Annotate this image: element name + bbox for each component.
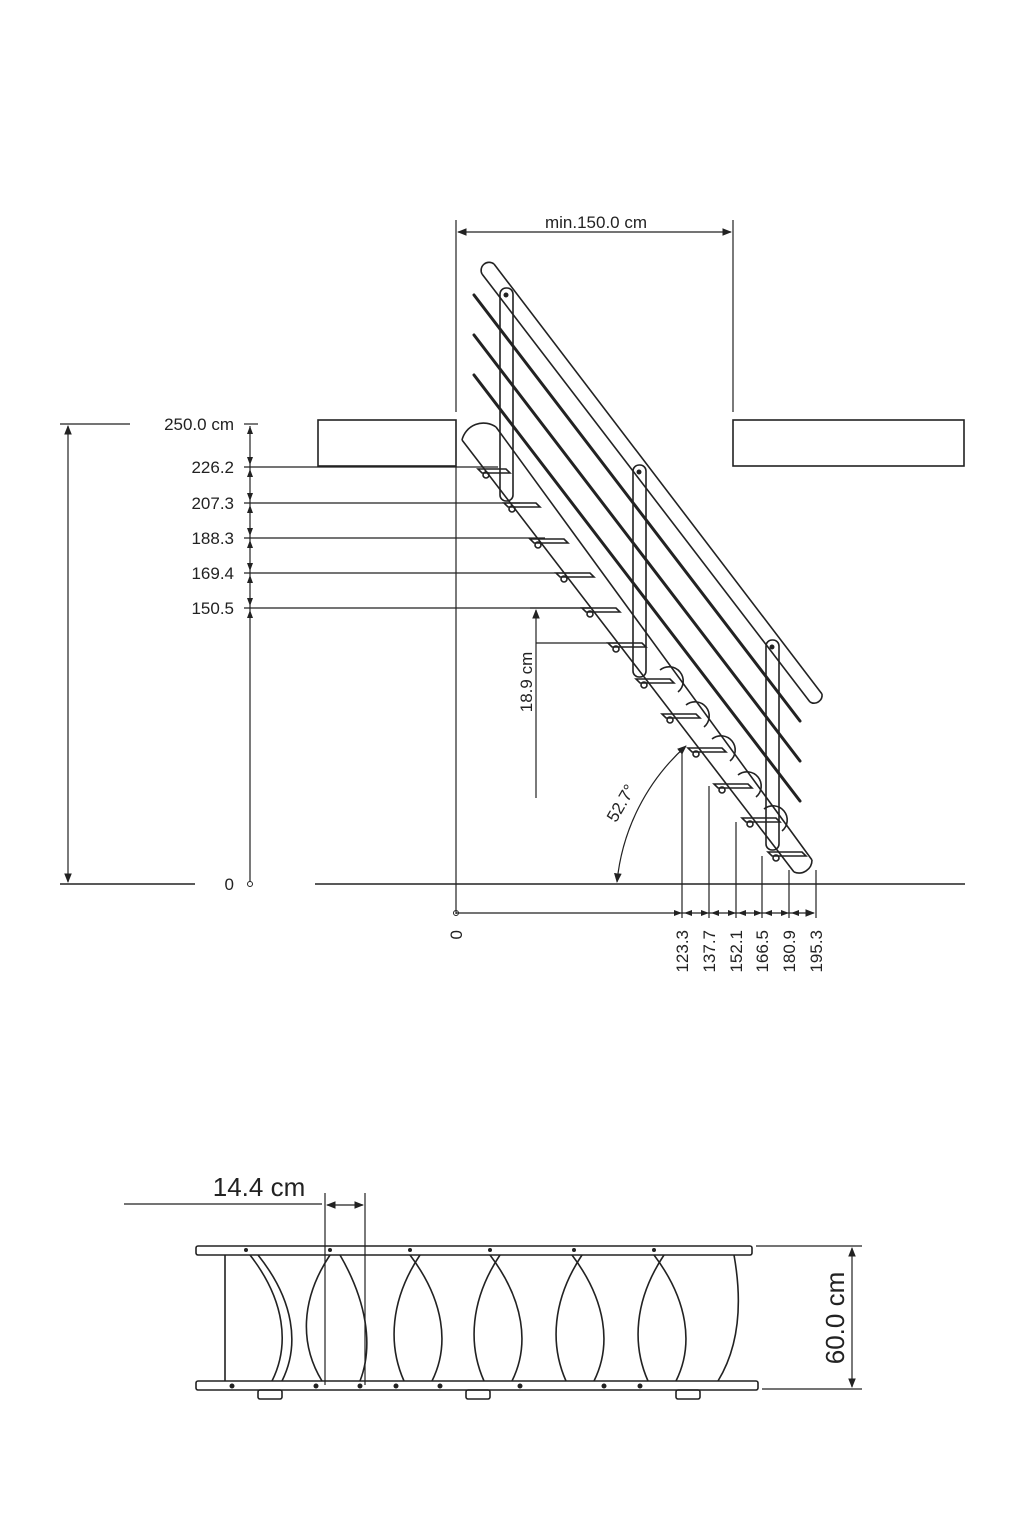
tread bbox=[740, 805, 788, 832]
tread bbox=[580, 607, 622, 618]
stringer-bolts bbox=[229, 1248, 656, 1389]
stair-treads bbox=[476, 468, 808, 862]
top-width-label: min.150.0 cm bbox=[545, 213, 647, 232]
tread bbox=[554, 572, 596, 583]
x-label-origin: 0 bbox=[447, 930, 466, 939]
tread bbox=[660, 701, 710, 728]
tread-offset-label: 14.4 cm bbox=[213, 1172, 306, 1202]
height-label-169: 169.4 bbox=[191, 564, 234, 583]
x-label-195: 195.3 bbox=[807, 930, 826, 973]
height-label-207: 207.3 bbox=[191, 494, 234, 513]
top-view-treads bbox=[249, 1254, 740, 1382]
step-height-ticks bbox=[244, 423, 592, 887]
upper-floor-slab-right bbox=[732, 419, 965, 467]
top-stringer bbox=[195, 1245, 753, 1256]
balustrade-rails bbox=[472, 293, 802, 803]
step-height-arrows bbox=[247, 426, 253, 618]
x-label-137: 137.7 bbox=[700, 930, 719, 973]
tread-position-ext-lines bbox=[681, 752, 817, 918]
stringer-feet bbox=[257, 1389, 701, 1400]
handrail bbox=[480, 261, 823, 704]
stair-stringer bbox=[461, 422, 813, 874]
rise-label: 18.9 cm bbox=[517, 652, 536, 712]
height-label-0: 0 bbox=[225, 875, 234, 894]
width-label: 60.0 cm bbox=[820, 1272, 850, 1365]
tread bbox=[502, 502, 542, 513]
angle-arc bbox=[614, 745, 687, 883]
tread bbox=[712, 771, 762, 798]
upper-floor-slab-left bbox=[317, 419, 457, 467]
balustrade-posts bbox=[499, 287, 780, 851]
tread bbox=[528, 538, 570, 549]
top-view: 14.4 cm bbox=[124, 1172, 862, 1400]
height-label-250: 250.0 cm bbox=[164, 415, 234, 434]
x-label-152: 152.1 bbox=[727, 930, 746, 973]
tread bbox=[606, 642, 648, 653]
horizontal-position-arrows bbox=[674, 910, 799, 916]
tread bbox=[634, 666, 684, 693]
x-label-166: 166.5 bbox=[753, 930, 772, 973]
height-label-150: 150.5 bbox=[191, 599, 234, 618]
bottom-stringer bbox=[195, 1380, 759, 1391]
side-view: min.150.0 cm 250.0 cm 226.2 207.3 bbox=[60, 213, 965, 973]
tread bbox=[686, 735, 736, 762]
tread bbox=[766, 851, 808, 862]
horizontal-origin-marker bbox=[453, 910, 459, 916]
x-label-123: 123.3 bbox=[673, 930, 692, 973]
x-label-180: 180.9 bbox=[780, 930, 799, 973]
height-label-188: 188.3 bbox=[191, 529, 234, 548]
tread bbox=[476, 468, 512, 479]
height-label-226: 226.2 bbox=[191, 458, 234, 477]
